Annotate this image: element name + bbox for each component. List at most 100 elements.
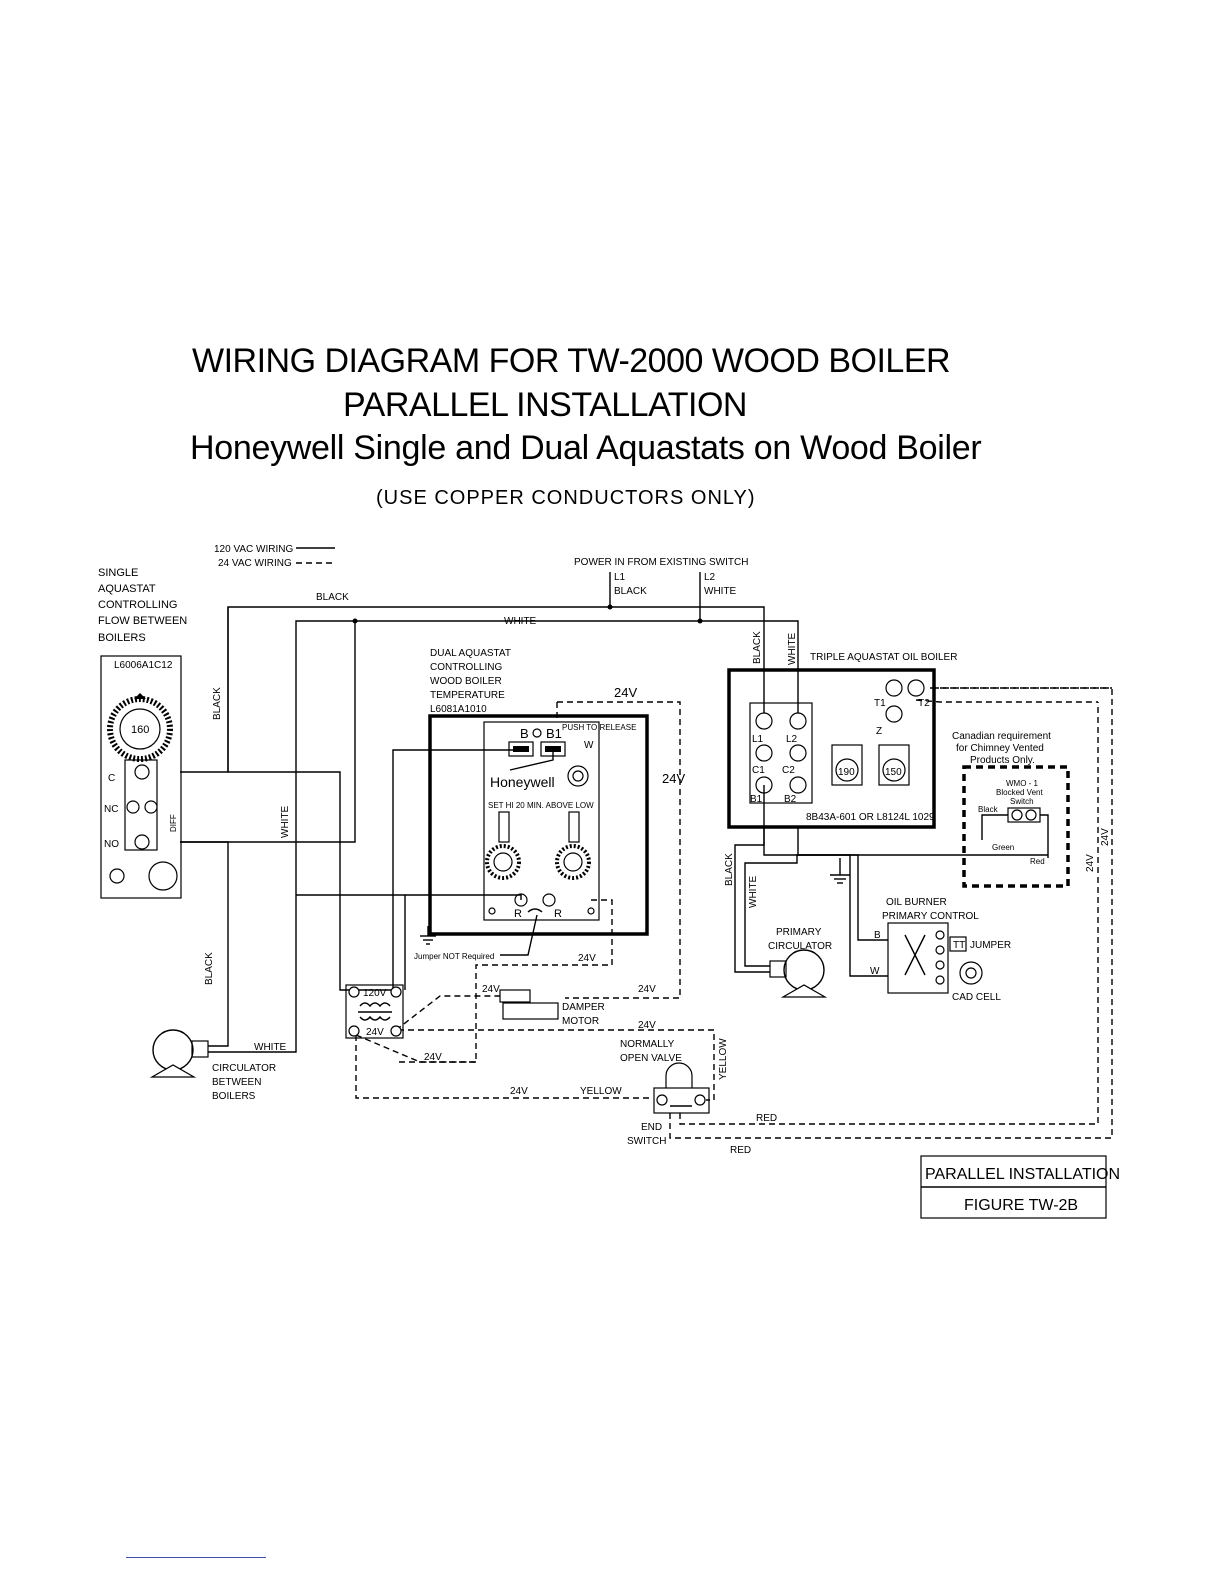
svg-text:DAMPER: DAMPER — [562, 1002, 605, 1013]
svg-text:CIRCULATOR: CIRCULATOR — [768, 941, 832, 952]
svg-text:150: 150 — [885, 767, 902, 778]
svg-text:L2: L2 — [704, 572, 716, 583]
svg-text:Green: Green — [992, 843, 1014, 852]
svg-text:BLACK: BLACK — [212, 687, 223, 720]
svg-text:Black: Black — [978, 805, 999, 814]
svg-text:B1: B1 — [546, 726, 562, 741]
svg-text:C1: C1 — [752, 765, 765, 776]
wire-white-label: WHITE — [504, 616, 537, 627]
svg-text:24V: 24V — [510, 1086, 528, 1097]
svg-text:BLACK: BLACK — [204, 952, 215, 985]
svg-text:Switch: Switch — [1010, 797, 1034, 806]
svg-text:T2: T2 — [918, 698, 930, 709]
svg-text:OPEN VALVE: OPEN VALVE — [620, 1053, 682, 1064]
figure-box-number: FIGURE TW-2B — [964, 1197, 1078, 1214]
svg-text:Canadian requirement: Canadian requirement — [952, 731, 1051, 742]
svg-text:W: W — [584, 740, 594, 751]
svg-text:24V: 24V — [482, 984, 500, 995]
dual-aquastat-model: L6081A1010 — [430, 704, 487, 715]
svg-text:24V: 24V — [614, 685, 637, 700]
legend-24vac-label: 24 VAC WIRING — [218, 558, 292, 569]
svg-text:RED: RED — [730, 1145, 751, 1156]
svg-text:BLACK: BLACK — [724, 853, 735, 886]
svg-text:WMO - 1: WMO - 1 — [1006, 779, 1039, 788]
oil-burner-control: B W TT JUMPER CAD CELL — [870, 922, 1011, 1003]
svg-text:24V: 24V — [638, 984, 656, 995]
canadian-requirement: Canadian requirement for Chimney Vented … — [952, 731, 1070, 888]
terminal-c-screw — [134, 764, 150, 780]
wire-red-1 — [679, 702, 1099, 1125]
wire-white-left — [295, 620, 355, 1041]
terminal-no-label: NO — [104, 839, 119, 850]
transformer: 120V 24V — [345, 984, 404, 1039]
svg-text:WHITE: WHITE — [787, 632, 798, 665]
svg-text:24V: 24V — [424, 1052, 442, 1063]
svg-text:AQUASTAT: AQUASTAT — [98, 583, 156, 595]
svg-text:RED: RED — [756, 1113, 777, 1124]
svg-text:B: B — [520, 726, 529, 741]
svg-text:24V: 24V — [366, 1027, 384, 1038]
svg-text:L2: L2 — [786, 734, 798, 745]
svg-text:W: W — [870, 966, 880, 977]
svg-text:TT: TT — [953, 940, 965, 951]
svg-text:MOTOR: MOTOR — [562, 1016, 599, 1027]
svg-text:TEMPERATURE: TEMPERATURE — [430, 690, 505, 701]
svg-text:WOOD BOILER: WOOD BOILER — [430, 676, 502, 687]
svg-text:L1: L1 — [752, 734, 764, 745]
svg-text:CONTROLLING: CONTROLLING — [430, 662, 502, 673]
svg-text:120V: 120V — [363, 988, 387, 999]
wire-black-label: BLACK — [316, 592, 349, 603]
terminal-no-screw — [134, 834, 150, 850]
svg-text:Red: Red — [1030, 857, 1045, 866]
diagram-title: WIRING DIAGRAM FOR TW-2000 WOOD BOILER — [192, 342, 951, 380]
svg-text:BOILERS: BOILERS — [212, 1091, 256, 1102]
svg-text:Z: Z — [876, 726, 882, 737]
svg-text:WHITE: WHITE — [280, 805, 291, 838]
copper-conductors-note: (USE COPPER CONDUCTORS ONLY) — [376, 487, 756, 509]
footer-rule — [126, 1557, 266, 1558]
aquastat-dial-value: 160 — [131, 724, 149, 736]
jumper-not-required-label: Jumper NOT Required — [414, 952, 494, 961]
svg-text:R: R — [554, 908, 562, 920]
svg-text:YELLOW: YELLOW — [580, 1086, 622, 1097]
svg-text:BOILERS: BOILERS — [98, 632, 146, 644]
svg-text:B: B — [874, 930, 881, 941]
svg-text:WHITE: WHITE — [254, 1042, 287, 1053]
svg-text:DUAL AQUASTAT: DUAL AQUASTAT — [430, 648, 511, 659]
svg-text:R: R — [514, 908, 522, 920]
svg-text:FLOW BETWEEN: FLOW BETWEEN — [98, 615, 187, 627]
figure-box-title: PARALLEL INSTALLATION — [925, 1166, 1120, 1183]
svg-text:SINGLE: SINGLE — [98, 567, 138, 579]
svg-text:YELLOW: YELLOW — [718, 1038, 729, 1080]
diagram-subtitle-honeywell: Honeywell Single and Dual Aquastats on W… — [190, 429, 982, 467]
svg-text:PRIMARY CONTROL: PRIMARY CONTROL — [882, 911, 979, 922]
dual-aquastat: B B1 PUSH TO RELEASE W Honeywell SET HI … — [428, 714, 649, 936]
wire-black-circulator — [180, 841, 229, 1047]
honeywell-brand: Honeywell — [490, 774, 555, 790]
svg-text:24V: 24V — [638, 1020, 656, 1031]
triple-aquastat-label: TRIPLE AQUASTAT OIL BOILER — [810, 652, 957, 663]
diagram-subtitle: PARALLEL INSTALLATION — [343, 386, 747, 424]
circulator-between-boilers: CIRCULATOR BETWEEN BOILERS — [149, 1029, 276, 1102]
terminal-nc-label: NC — [104, 804, 118, 815]
svg-text:L1: L1 — [614, 572, 626, 583]
wire-24v-damper — [557, 701, 681, 999]
svg-text:END: END — [641, 1122, 662, 1133]
svg-text:WHITE: WHITE — [748, 875, 759, 908]
diff-label: DIFF — [169, 814, 178, 832]
primary-circulator: PRIMARY CIRCULATOR — [768, 927, 832, 998]
single-aquastat-model: L6006A1C12 — [114, 660, 173, 671]
svg-text:PUSH TO RELEASE: PUSH TO RELEASE — [562, 723, 636, 732]
svg-text:CONTROLLING: CONTROLLING — [98, 599, 177, 611]
svg-text:24V: 24V — [1085, 854, 1096, 872]
svg-text:24V: 24V — [1100, 828, 1111, 846]
svg-text:NORMALLY: NORMALLY — [620, 1039, 675, 1050]
svg-text:SWITCH: SWITCH — [627, 1136, 666, 1147]
single-aquastat: L6006A1C12 160 C NC NO DIFF — [100, 655, 182, 899]
svg-text:190: 190 — [838, 767, 855, 778]
svg-text:Products Only.: Products Only. — [970, 755, 1035, 766]
svg-text:24V: 24V — [578, 953, 596, 964]
power-in-label: POWER IN FROM EXISTING SWITCH — [574, 557, 748, 568]
svg-text:CIRCULATOR: CIRCULATOR — [212, 1063, 276, 1074]
